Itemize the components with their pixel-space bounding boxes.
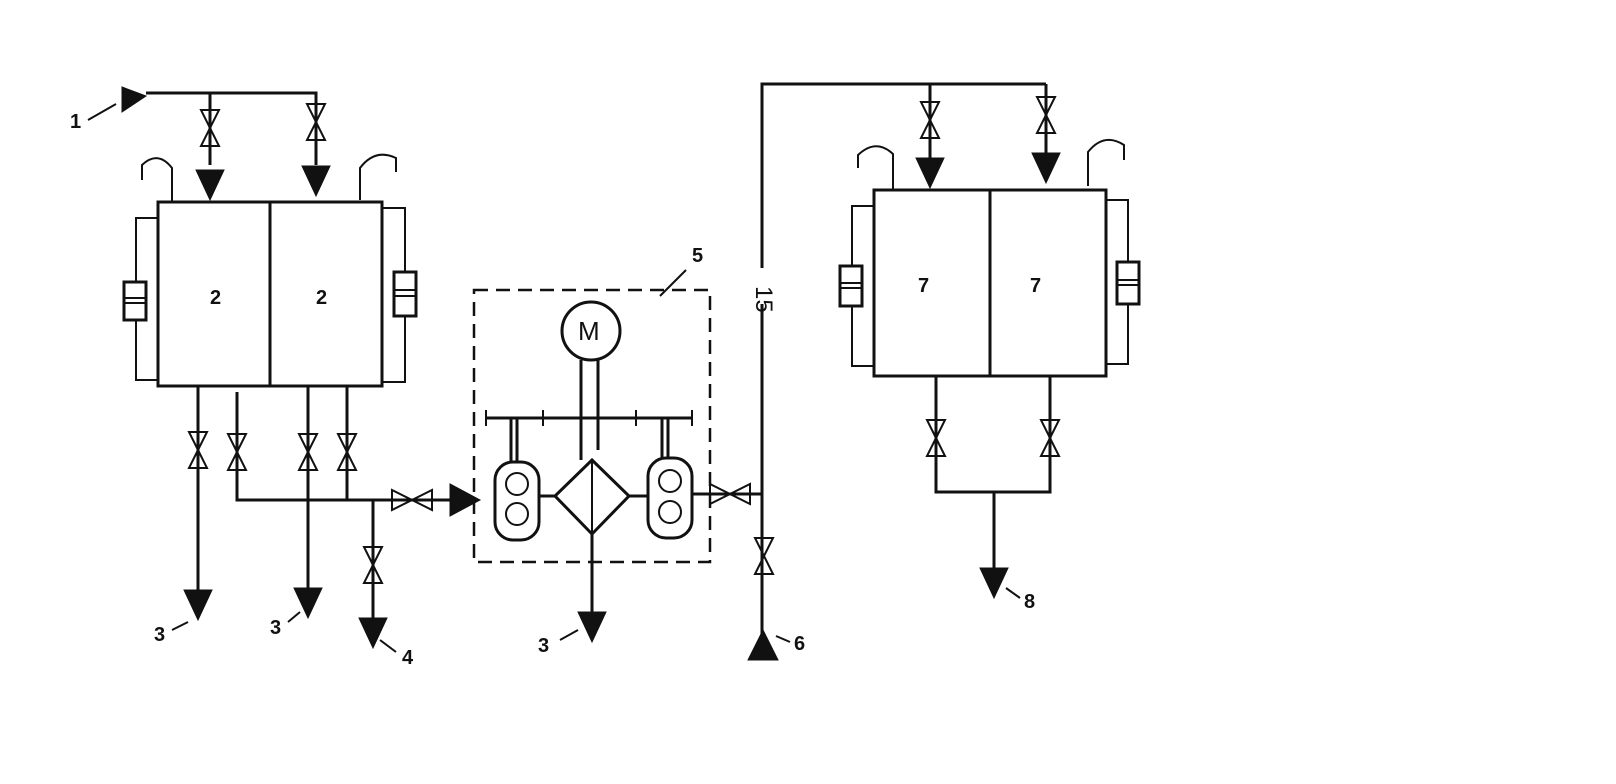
label-inlet-1: 1 <box>70 111 81 133</box>
unit-5-group: 5 M 3 <box>472 245 712 657</box>
level-gauge-left <box>838 264 864 308</box>
label-drain-3b: 3 <box>270 617 281 639</box>
pipe-15-group: 15 6 <box>692 82 1046 661</box>
pipe-15 <box>760 82 1046 640</box>
label-outlet-4: 4 <box>402 647 414 669</box>
label-tank-2a: 2 <box>210 287 221 309</box>
level-gauge-right <box>392 270 418 318</box>
label-tank-7b: 7 <box>1030 275 1041 297</box>
down-arrow-icon <box>358 617 388 649</box>
down-arrow-icon <box>301 165 331 197</box>
label-outlet-8: 8 <box>1024 591 1035 613</box>
inlet-header-pipe <box>146 91 318 165</box>
label-unit-5: 5 <box>692 245 703 267</box>
down-arrow-icon <box>577 611 607 643</box>
tank-2-group: 1 2 2 <box>70 86 482 669</box>
tank-7-group: 7 7 8 <box>838 84 1141 613</box>
down-arrow-icon <box>915 157 945 189</box>
label-tank-2b: 2 <box>316 287 327 309</box>
down-arrow-icon <box>979 567 1009 599</box>
valve-icon <box>754 537 774 575</box>
label-tank-7a: 7 <box>918 275 929 297</box>
inlet-arrow-1 <box>121 86 148 113</box>
down-arrow-icon <box>183 589 213 621</box>
level-gauge-left <box>122 280 148 322</box>
right-arrow-icon <box>449 483 482 517</box>
up-arrow-icon <box>747 628 779 661</box>
down-arrow-icon <box>195 169 225 201</box>
motor-icon <box>560 300 622 362</box>
label-drain-3a: 3 <box>154 624 165 646</box>
label-inlet-6: 6 <box>794 633 805 655</box>
label-motor: M <box>578 316 600 346</box>
down-arrow-icon <box>1031 152 1061 184</box>
label-drain-3c: 3 <box>538 635 549 657</box>
label-pipe-15: 15 <box>750 286 777 313</box>
level-gauge-right <box>1115 260 1141 306</box>
